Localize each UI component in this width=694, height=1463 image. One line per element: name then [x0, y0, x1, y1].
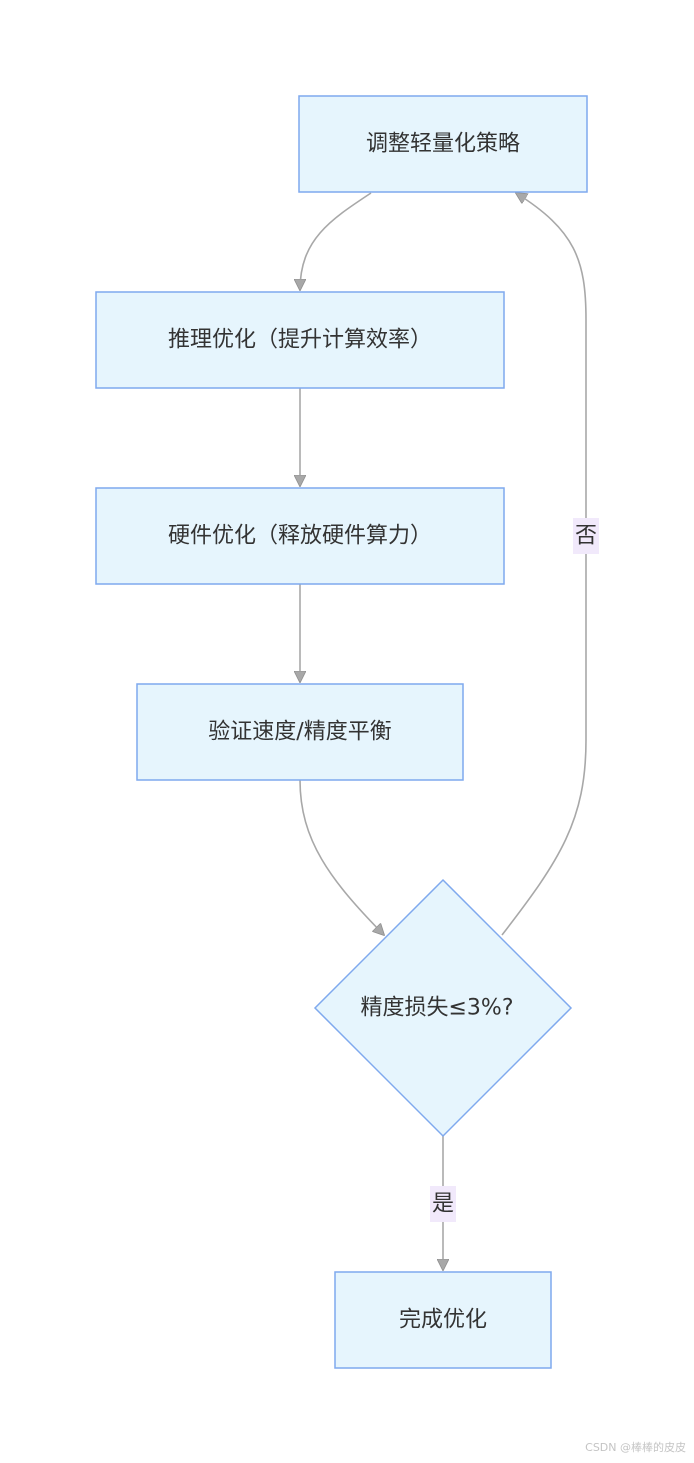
watermark: CSDN @棒棒的皮皮	[585, 1441, 686, 1454]
edge-label-no: 否	[573, 518, 599, 554]
node-accuracy-decision-label: 精度损失≤3%?	[360, 996, 513, 1021]
node-inference-optimization: 推理优化（提升计算效率）	[95, 291, 505, 389]
edge-label-yes-text: 是	[432, 1192, 454, 1217]
edge-verify-to-decision	[299, 779, 384, 935]
node-accuracy-decision: 精度损失≤3%?	[313, 878, 573, 1138]
node-hardware-optimization-label: 硬件优化（释放硬件算力）	[168, 524, 432, 549]
node-inference-optimization-label: 推理优化（提升计算效率）	[168, 328, 432, 353]
node-done: 完成优化	[334, 1271, 552, 1369]
edge-label-yes: 是	[430, 1186, 456, 1222]
node-hardware-optimization: 硬件优化（释放硬件算力）	[95, 487, 505, 585]
node-verify-balance: 验证速度/精度平衡	[136, 683, 464, 781]
node-verify-balance-label: 验证速度/精度平衡	[208, 720, 391, 745]
node-done-label: 完成优化	[399, 1308, 487, 1333]
edge-label-no-text: 否	[575, 524, 597, 549]
edge-adjust-to-inference	[300, 192, 372, 290]
node-adjust-strategy: 调整轻量化策略	[298, 95, 588, 193]
edge-decision-to-adjust-no	[501, 193, 587, 936]
node-adjust-strategy-label: 调整轻量化策略	[366, 132, 520, 157]
